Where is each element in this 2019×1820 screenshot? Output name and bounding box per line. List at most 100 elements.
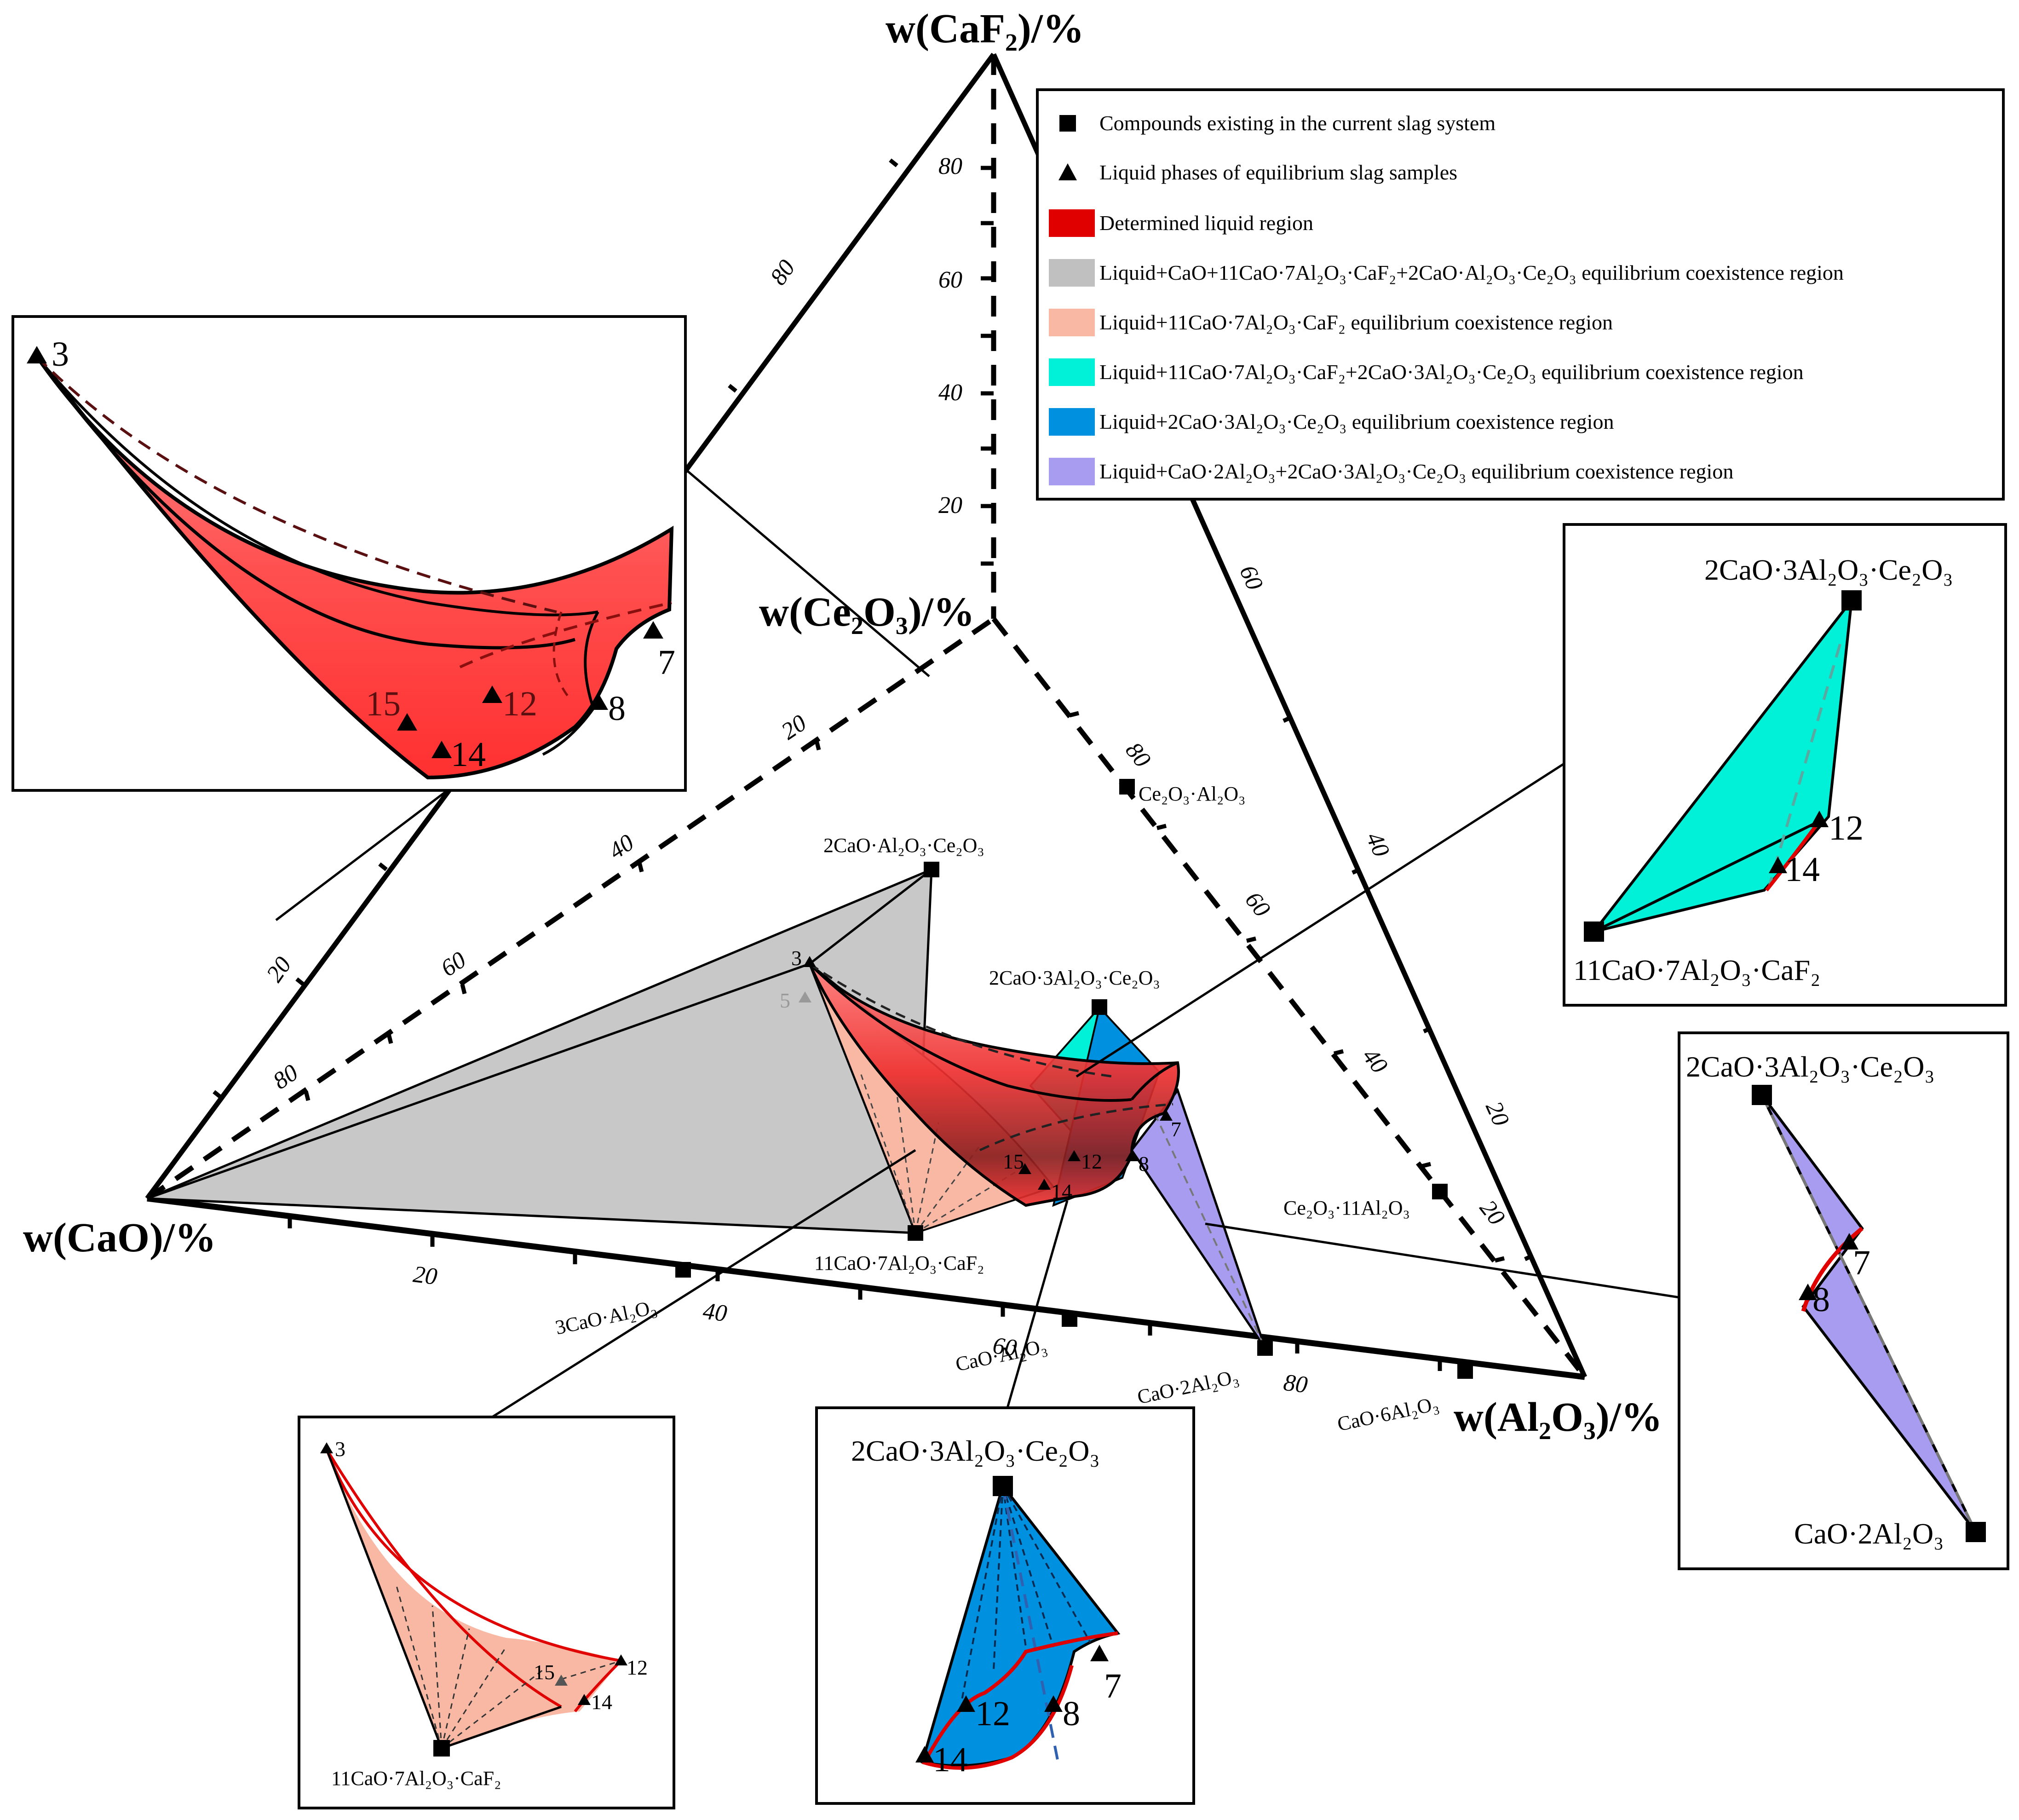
sample-label-12: 12 xyxy=(1081,1150,1102,1173)
inset1-label-12: 12 xyxy=(502,685,537,723)
legend-swatch xyxy=(1049,209,1095,237)
tick-label: 40 xyxy=(604,829,638,864)
inset2-label-14: 14 xyxy=(1785,850,1820,889)
inset-liquid-region: 3 7 8 12 15 14 xyxy=(12,315,687,792)
compound-marker xyxy=(908,1225,923,1241)
inset1-label-14: 14 xyxy=(451,735,486,774)
inset2-label-12: 12 xyxy=(1829,809,1864,847)
sample-label-8: 8 xyxy=(1139,1152,1149,1175)
sample-label-3: 3 xyxy=(791,946,802,970)
tick-label: 80 xyxy=(938,153,962,179)
inset-cyan-region: 2CaO·3Al₂O₃·Ce₂O₃ 11CaO·7Al₂O₃·CaF₂ 12 1… xyxy=(1563,523,2007,1007)
inset-salmon-region: 11CaO·7Al₂O₃·CaF₂ 3 12 15 14 xyxy=(298,1416,675,1809)
inset3-label-ca2: CaO·2Al₂O₃ xyxy=(1794,1517,1944,1550)
main-regions xyxy=(147,868,1266,1349)
legend-label: Liquid+2CaO·3Al₂O₃·Ce₂O₃ equilibrium coe… xyxy=(1099,410,1614,433)
edge-cao-al2o3 xyxy=(147,1195,1585,1380)
tick-label: 20 xyxy=(777,710,811,745)
compound-label-c2ac: 2CaO·Al₂O₃·Ce₂O₃ xyxy=(823,834,984,857)
sample-point-12 xyxy=(1068,1150,1081,1161)
sample-point-3 xyxy=(803,956,816,967)
compound-label-ce-11al: Ce₂O₃·11Al₂O₃ xyxy=(1283,1197,1410,1219)
sample-label-15: 15 xyxy=(1003,1150,1024,1173)
inset1-label-15: 15 xyxy=(366,685,401,723)
tick-label: 40 xyxy=(1357,1043,1392,1078)
inset3-point-8 xyxy=(1799,1284,1817,1300)
legend-square-icon xyxy=(1059,115,1076,132)
tick-label: 80 xyxy=(1120,737,1156,772)
compound-marker xyxy=(924,862,939,877)
legend-label: Liquid+CaO+11CaO·7Al₂O₃·CaF₂+2CaO·Al₂O₃·… xyxy=(1099,261,1844,284)
tick-label: 20 xyxy=(1480,1097,1514,1130)
inset2-label-c11a7f: 11CaO·7Al₂O₃·CaF₂ xyxy=(1573,954,1820,986)
inset1-label-8: 8 xyxy=(608,689,626,728)
compound-label-c3a: 3CaO·Al₂O₃ xyxy=(553,1296,659,1339)
inset1-label-3: 3 xyxy=(52,335,69,374)
inset1-point-14 xyxy=(431,741,452,758)
tick-label: 60 xyxy=(1240,887,1275,922)
inset1-label-7: 7 xyxy=(658,643,675,682)
tick-label: 60 xyxy=(436,947,471,982)
inset2-point-14 xyxy=(1769,857,1787,873)
inset4-label-12: 12 xyxy=(627,1656,648,1679)
axis-titles: w(CaF₂)/% w(Ce₂O₃)/% w(CaO)/% w(Al₂O₃)/% xyxy=(23,6,1662,1440)
tick-label: 40 xyxy=(702,1298,729,1327)
sample-label-5: 5 xyxy=(780,989,790,1012)
compound-label-ce-al: Ce₂O₃·Al₂O₃ xyxy=(1139,783,1245,805)
sample-point-5 xyxy=(799,991,811,1002)
sample-label-7: 7 xyxy=(1171,1117,1181,1141)
tick-label: 60 xyxy=(1234,561,1268,594)
edge-ce2o3-al2o3 xyxy=(991,617,1587,1379)
legend-swatch xyxy=(1049,458,1095,485)
sample-point-14 xyxy=(1038,1179,1051,1190)
tick-label: 60 xyxy=(938,267,962,293)
inset4-compound-marker xyxy=(433,1740,450,1757)
tick-label: 80 xyxy=(268,1060,303,1094)
axis-title-al2o3: w(Al₂O₃)/% xyxy=(1454,1394,1662,1440)
inset5-label-c2a3c: 2CaO·3Al₂O₃·Ce₂O₃ xyxy=(851,1434,1100,1467)
inset2-point-12 xyxy=(1810,811,1829,827)
legend-swatch xyxy=(1049,358,1095,386)
region-purple xyxy=(1130,1088,1266,1349)
inset3-label-7: 7 xyxy=(1853,1244,1870,1282)
inset4-label-14: 14 xyxy=(591,1690,612,1714)
compound-marker xyxy=(1092,999,1107,1015)
legend-swatch xyxy=(1049,259,1095,287)
compound-label-c11a7f: 11CaO·7Al₂O₃·CaF₂ xyxy=(814,1252,984,1274)
inset-blue-region: 2CaO·3Al₂O₃·Ce₂O₃ 12 8 7 14 xyxy=(815,1406,1195,1805)
inset5-point-12 xyxy=(957,1695,975,1712)
inset2-label-c2a3c: 2CaO·3Al₂O₃·Ce₂O₃ xyxy=(1704,553,1953,586)
compound-label-ca6: CaO·6Al₂O₃ xyxy=(1335,1392,1441,1435)
inset3-label-8: 8 xyxy=(1812,1280,1830,1319)
inset5-point-8 xyxy=(1044,1695,1063,1712)
legend-swatch xyxy=(1049,408,1095,436)
compound-marker xyxy=(1062,1311,1077,1327)
legend-triangle-icon xyxy=(1058,163,1077,180)
compound-label-c2a3c: 2CaO·3Al₂O₃·Ce₂O₃ xyxy=(989,967,1160,989)
sample-label-14: 14 xyxy=(1051,1180,1072,1203)
compound-label-ca2: CaO·2Al₂O₃ xyxy=(1135,1365,1241,1408)
legend-label: Liquid+11CaO·7Al₂O₃·CaF₂ equilibrium coe… xyxy=(1099,311,1613,334)
region-gray xyxy=(147,868,933,1234)
axis-title-cao: w(CaO)/% xyxy=(23,1215,216,1261)
inset5-label-12: 12 xyxy=(975,1694,1010,1733)
inset5-label-7: 7 xyxy=(1104,1667,1122,1705)
compound-marker xyxy=(1119,779,1135,795)
inset3-label-c2a3c: 2CaO·3Al₂O₃·Ce₂O₃ xyxy=(1686,1050,1935,1083)
inset3-compound-marker xyxy=(1752,1085,1772,1105)
inset5-label-8: 8 xyxy=(1063,1694,1080,1733)
legend-label: Determined liquid region xyxy=(1099,211,1313,235)
tick-label: 60 xyxy=(991,1332,1018,1361)
inset1-point-7 xyxy=(643,621,663,639)
inset5-label-14: 14 xyxy=(933,1740,968,1779)
inset4-point-12 xyxy=(615,1654,627,1665)
inset3-point-7 xyxy=(1840,1233,1858,1250)
legend-label: Compounds existing in the current slag s… xyxy=(1099,111,1496,135)
tick-label: 20 xyxy=(938,492,962,518)
tick-label: 40 xyxy=(1361,828,1394,861)
tick-label: 40 xyxy=(938,380,962,406)
inset4-point-14 xyxy=(578,1694,591,1705)
compound-marker xyxy=(675,1262,691,1278)
inset5-compound-marker xyxy=(993,1476,1013,1496)
